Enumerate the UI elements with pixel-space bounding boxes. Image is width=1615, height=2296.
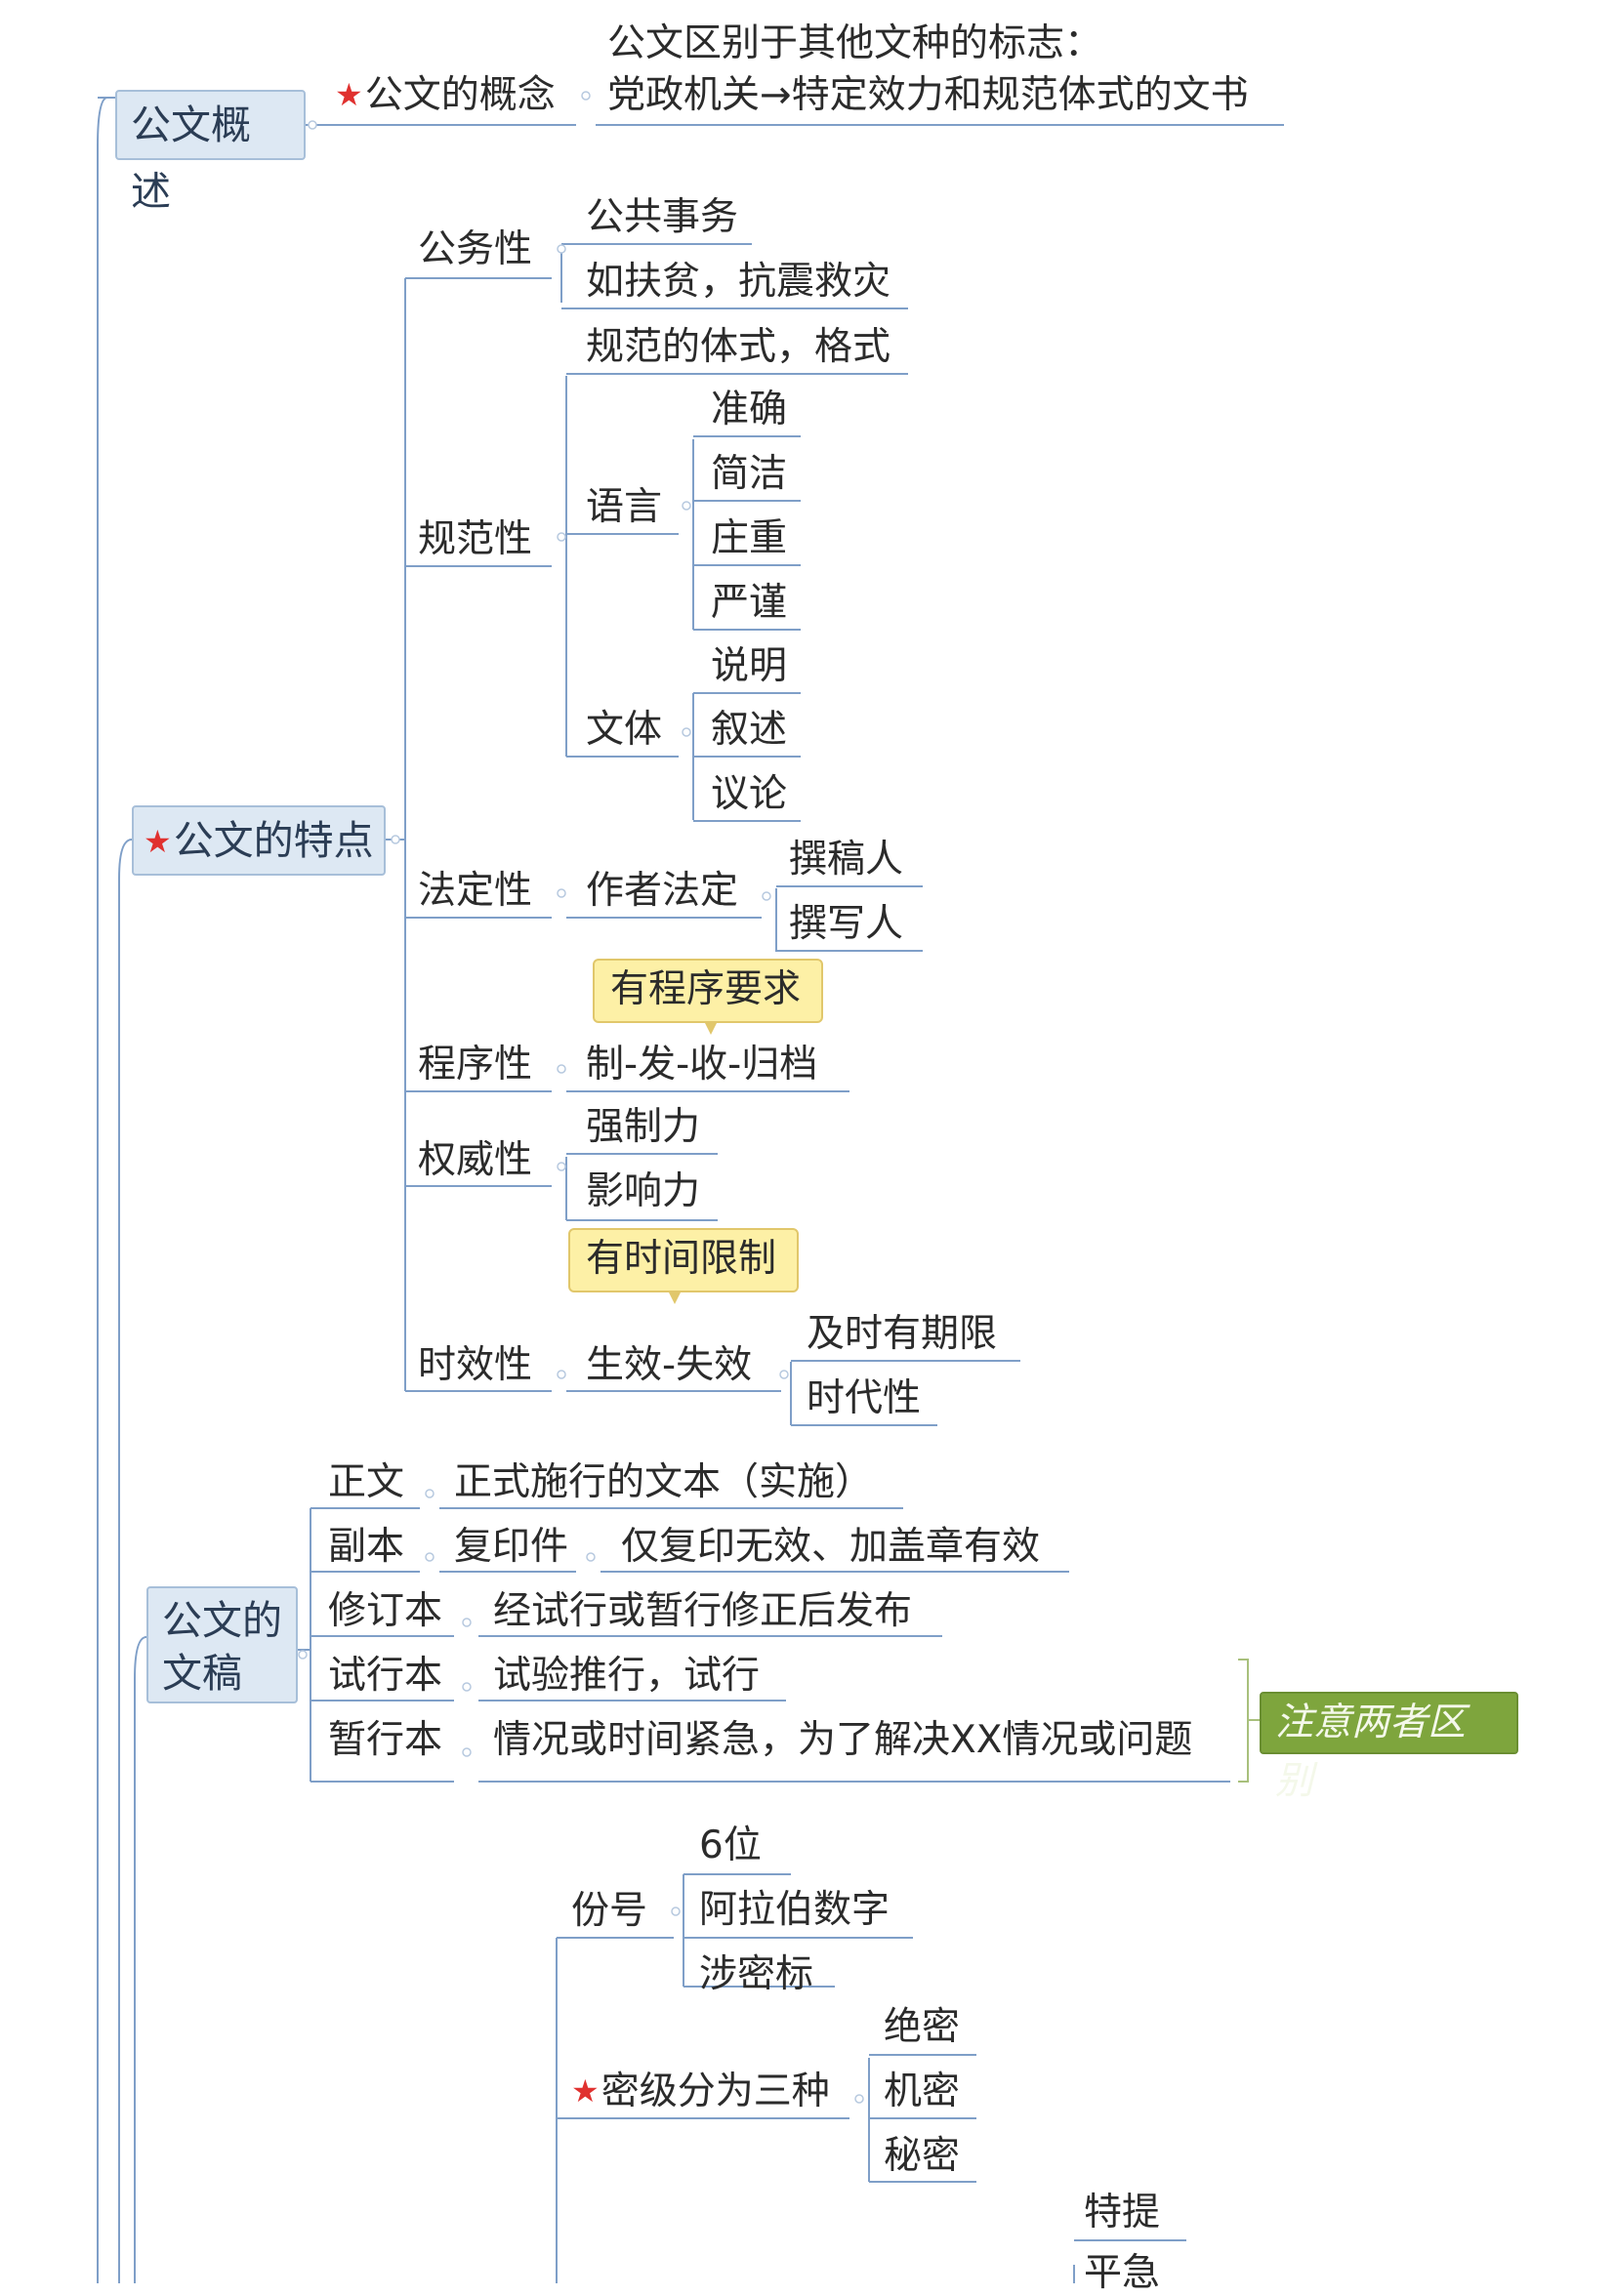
copy-number-item[interactable]: 涉密标 <box>699 1952 814 1996</box>
draft-extra[interactable]: 仅复印无效、加盖章有效 <box>621 1525 1041 1569</box>
legal-author[interactable]: 作者法定 <box>586 869 739 913</box>
drafts-note-text: 注意两者区别 <box>1275 1701 1467 1803</box>
procedure-flow[interactable]: 制-发-收-归档 <box>586 1043 818 1086</box>
features-label: 公文的特点 <box>173 817 374 864</box>
draft-desc[interactable]: 正式施行的文本（实施） <box>454 1460 874 1504</box>
features-topic[interactable]: ★公文的特点 <box>132 805 386 876</box>
secret-level-item[interactable]: 秘密 <box>884 2134 961 2178</box>
secret-level-label: 密级分为三种 <box>600 2070 830 2113</box>
style-item[interactable]: 说明 <box>711 644 788 688</box>
timeliness-item[interactable]: 时代性 <box>807 1376 922 1420</box>
norm-node[interactable]: 规范性 <box>418 517 533 561</box>
mark-line-1: 公文区别于其他文种的标志： <box>607 21 1103 65</box>
legal-item[interactable]: 撰写人 <box>789 902 904 946</box>
timeliness-flow[interactable]: 生效-失效 <box>586 1343 753 1387</box>
legal-node[interactable]: 法定性 <box>418 869 533 913</box>
draft-desc[interactable]: 情况或时间紧急，为了解决XX情况或问题 <box>493 1718 1193 1762</box>
copy-number-item[interactable]: 6位 <box>699 1824 762 1867</box>
draft-name[interactable]: 试行本 <box>328 1654 443 1698</box>
language-item[interactable]: 严谨 <box>711 581 788 625</box>
legal-item[interactable]: 撰稿人 <box>789 838 904 882</box>
procedure-note[interactable]: 有程序要求 <box>593 959 823 1035</box>
norm-format[interactable]: 规范的体式，格式 <box>586 325 891 369</box>
procedure-node[interactable]: 程序性 <box>418 1043 533 1086</box>
draft-name[interactable]: 修订本 <box>328 1589 443 1633</box>
draft-name[interactable]: 副本 <box>328 1525 405 1569</box>
mark-line-2: 党政机关→特定效力和规范体式的文书 <box>607 73 1249 117</box>
concept-node[interactable]: ★公文的概念 <box>335 73 556 119</box>
language-item[interactable]: 简洁 <box>711 452 788 496</box>
overview-topic[interactable]: 公文概述 <box>115 90 306 215</box>
authority-node[interactable]: 权威性 <box>418 1138 533 1182</box>
urgency-item[interactable]: 平急 <box>1084 2251 1161 2295</box>
style-item[interactable]: 议论 <box>711 772 788 816</box>
secret-level-item[interactable]: 绝密 <box>884 2005 961 2049</box>
timeliness-item[interactable]: 及时有期限 <box>807 1312 998 1356</box>
language-item[interactable]: 准确 <box>711 388 788 431</box>
style-node[interactable]: 文体 <box>586 708 663 752</box>
star-icon: ★ <box>144 823 172 860</box>
overview-label: 公文概述 <box>131 102 251 215</box>
procedure-note-text: 有程序要求 <box>610 967 802 1011</box>
star-icon: ★ <box>335 76 363 113</box>
concept-label: 公文的概念 <box>364 73 556 117</box>
draft-desc[interactable]: 试验推行，试行 <box>493 1654 761 1698</box>
draft-name[interactable]: 正文 <box>328 1460 405 1504</box>
authority-item[interactable]: 影响力 <box>586 1169 701 1213</box>
timeliness-node[interactable]: 时效性 <box>418 1343 533 1387</box>
draft-desc[interactable]: 复印件 <box>454 1525 569 1569</box>
urgency-item[interactable]: 特提 <box>1084 2191 1161 2234</box>
star-icon: ★ <box>571 2072 600 2110</box>
secret-level-node[interactable]: ★密级分为三种 <box>571 2070 830 2115</box>
drafts-note[interactable]: 注意两者区别 <box>1260 1692 1518 1803</box>
drafts-label-line2: 文稿 <box>162 1650 242 1697</box>
draft-name[interactable]: 暂行本 <box>328 1718 443 1762</box>
public-node[interactable]: 公务性 <box>418 227 533 271</box>
timeliness-note-text: 有时间限制 <box>586 1237 777 1281</box>
language-node[interactable]: 语言 <box>586 485 663 529</box>
timeliness-note[interactable]: 有时间限制 <box>568 1228 799 1304</box>
public-item[interactable]: 如扶贫，抗震救灾 <box>586 260 891 304</box>
copy-number-node[interactable]: 份号 <box>571 1889 648 1933</box>
authority-item[interactable]: 强制力 <box>586 1105 701 1149</box>
draft-desc[interactable]: 经试行或暂行修正后发布 <box>493 1589 913 1633</box>
drafts-topic[interactable]: 公文的文稿 <box>146 1586 298 1703</box>
drafts-label-line1: 公文的 <box>162 1597 282 1644</box>
copy-number-item[interactable]: 阿拉伯数字 <box>699 1888 890 1932</box>
language-item[interactable]: 庄重 <box>711 516 788 560</box>
style-item[interactable]: 叙述 <box>711 708 788 752</box>
secret-level-item[interactable]: 机密 <box>884 2070 961 2113</box>
public-item[interactable]: 公共事务 <box>586 195 739 239</box>
